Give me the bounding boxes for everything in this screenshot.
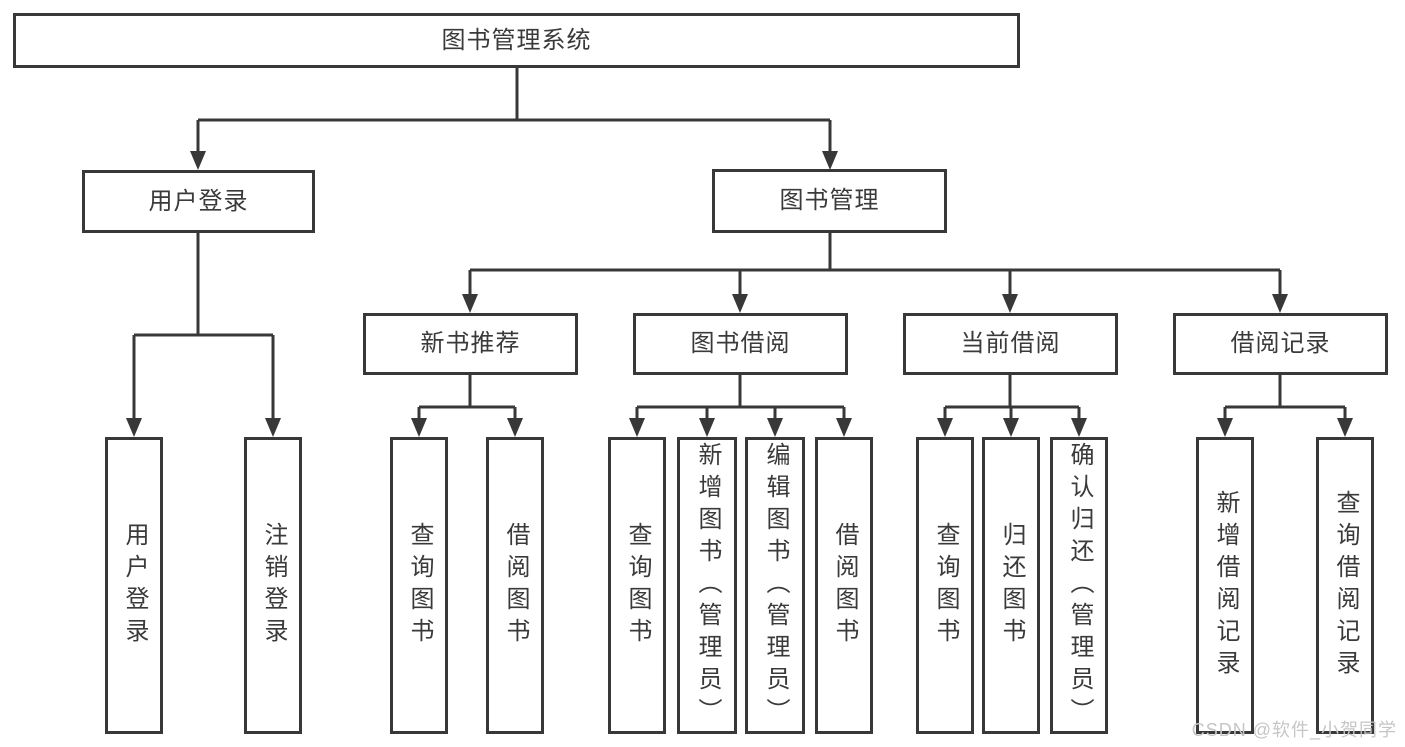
leaf-query-books-recommend: 查询图书 xyxy=(390,437,448,734)
node-borrow-records: 借阅记录 xyxy=(1173,313,1388,375)
leaf-query-borrow-record: 查询借阅记录 xyxy=(1316,437,1374,734)
leaf-confirm-return-admin: 确认归还（管理员） xyxy=(1050,437,1108,734)
node-book-borrow: 图书借阅 xyxy=(633,313,848,375)
node-new-book-recommend: 新书推荐 xyxy=(363,313,578,375)
leaf-query-books-current: 查询图书 xyxy=(916,437,974,734)
leaf-return-books: 归还图书 xyxy=(982,437,1040,734)
leaf-logout: 注销登录 xyxy=(244,437,302,734)
node-book-management: 图书管理 xyxy=(712,169,947,233)
node-user-login: 用户登录 xyxy=(82,170,315,233)
leaf-borrow-books: 借阅图书 xyxy=(815,437,873,734)
leaf-user-login: 用户登录 xyxy=(105,437,163,734)
leaf-edit-book-admin: 编辑图书（管理员） xyxy=(745,437,805,734)
leaf-query-books-borrow: 查询图书 xyxy=(608,437,666,734)
watermark: CSDN @软件_小贺同学 xyxy=(1191,720,1397,740)
leaf-borrow-books-recommend: 借阅图书 xyxy=(486,437,544,734)
leaf-add-book-admin: 新增图书（管理员） xyxy=(677,437,737,734)
leaf-add-borrow-record: 新增借阅记录 xyxy=(1196,437,1254,734)
node-system-root: 图书管理系统 xyxy=(13,13,1020,68)
node-current-borrow: 当前借阅 xyxy=(903,313,1118,375)
